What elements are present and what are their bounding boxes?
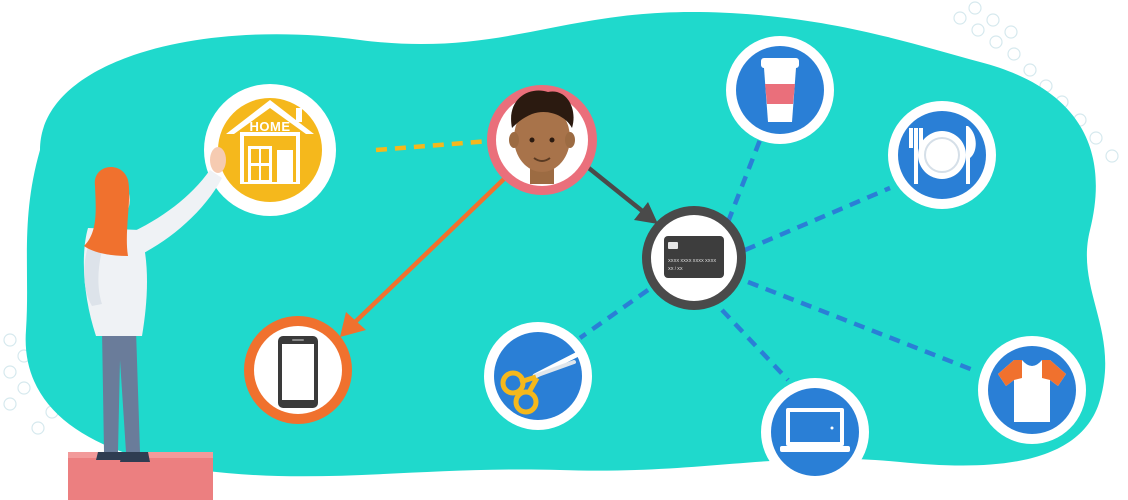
link-card-dining xyxy=(744,185,891,253)
woman-pointing-illustration xyxy=(68,147,226,500)
link-card-scissors xyxy=(578,288,650,340)
home-label: HOME xyxy=(250,119,291,134)
link-card-coffee xyxy=(725,139,763,223)
links xyxy=(340,138,979,382)
node-laptop xyxy=(761,378,869,486)
coffee-cup-icon xyxy=(761,58,799,122)
node-scissors xyxy=(484,322,592,430)
tshirt-icon xyxy=(998,360,1066,422)
house-icon xyxy=(226,100,314,184)
node-tshirt xyxy=(978,336,1086,444)
node-person xyxy=(487,85,597,195)
link-home-person xyxy=(375,138,491,153)
arrowhead-orange xyxy=(340,312,366,337)
link-card-tshirt xyxy=(747,279,979,375)
node-card: XXXX XXXX XXXX XXXX XX / XX xyxy=(642,206,746,310)
laptop-icon xyxy=(780,408,850,452)
credit-card-icon: XXXX XXXX XXXX XXXX XX / XX xyxy=(664,236,724,278)
arrow-person-phone xyxy=(350,176,507,327)
card-number: XXXX XXXX XXXX XXXX xyxy=(668,258,716,263)
person-face-icon xyxy=(509,90,575,184)
smartphone-icon xyxy=(278,336,318,408)
arrow-person-card xyxy=(583,163,648,216)
node-phone xyxy=(244,316,352,424)
node-dining xyxy=(888,101,996,209)
plate-cutlery-icon xyxy=(909,126,976,184)
arrowhead-dark xyxy=(634,202,658,224)
link-card-laptop xyxy=(720,308,790,382)
node-home: HOME xyxy=(204,84,336,216)
card-expiry: XX / XX xyxy=(668,266,683,271)
scissors-icon xyxy=(500,351,581,415)
node-coffee xyxy=(726,36,834,144)
